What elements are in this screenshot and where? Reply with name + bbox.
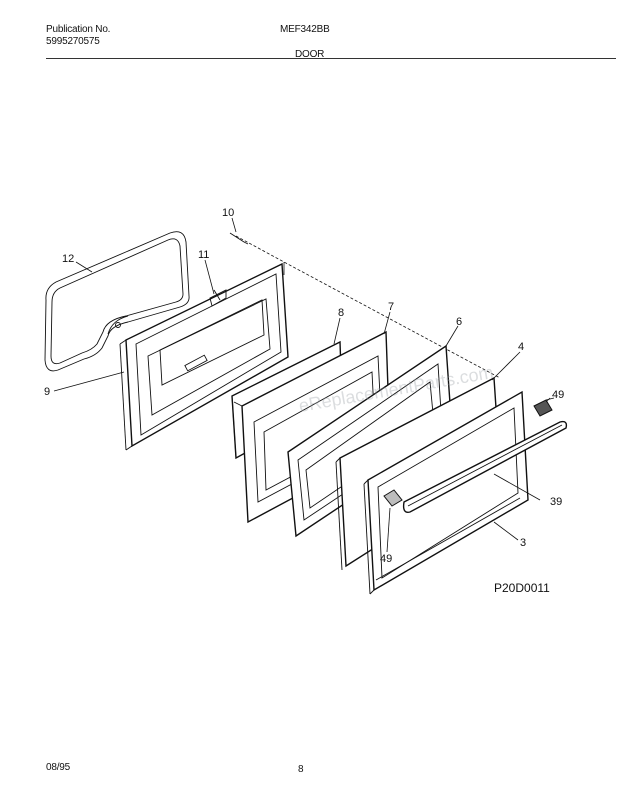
leader-lines bbox=[53, 217, 551, 553]
publication-label: Publication No. bbox=[46, 24, 111, 35]
callout-3: 3 bbox=[520, 537, 526, 549]
part-49-end-cap-left bbox=[383, 489, 403, 507]
callout-10: 10 bbox=[222, 207, 234, 219]
callout-7: 7 bbox=[388, 301, 394, 313]
model-number: MEF342BB bbox=[280, 24, 330, 35]
publication-number: 5995270575 bbox=[46, 36, 100, 47]
part-10-screw bbox=[229, 232, 249, 245]
callout-49-left: 49 bbox=[380, 553, 392, 565]
page-number: 8 bbox=[298, 764, 304, 775]
callout-49-right: 49 bbox=[552, 389, 564, 401]
section-title: DOOR bbox=[295, 49, 325, 60]
part-11-vent-clip bbox=[209, 289, 227, 307]
callout-11: 11 bbox=[198, 249, 209, 261]
part-12-door-gasket bbox=[44, 231, 190, 372]
alignment-lines bbox=[235, 235, 501, 379]
part-9-outer-door-frame bbox=[119, 262, 289, 451]
callout-4: 4 bbox=[518, 341, 524, 353]
part-39-handle bbox=[402, 420, 568, 513]
callout-8: 8 bbox=[338, 307, 344, 319]
callout-12: 12 bbox=[62, 253, 74, 265]
drawing-id: P20D0011 bbox=[494, 581, 550, 595]
header-divider bbox=[46, 58, 616, 59]
callout-39: 39 bbox=[550, 496, 562, 508]
callout-9: 9 bbox=[44, 386, 50, 398]
footer-date: 08/95 bbox=[46, 762, 71, 773]
part-49-end-cap-right bbox=[533, 397, 555, 417]
callout-6: 6 bbox=[456, 316, 462, 328]
